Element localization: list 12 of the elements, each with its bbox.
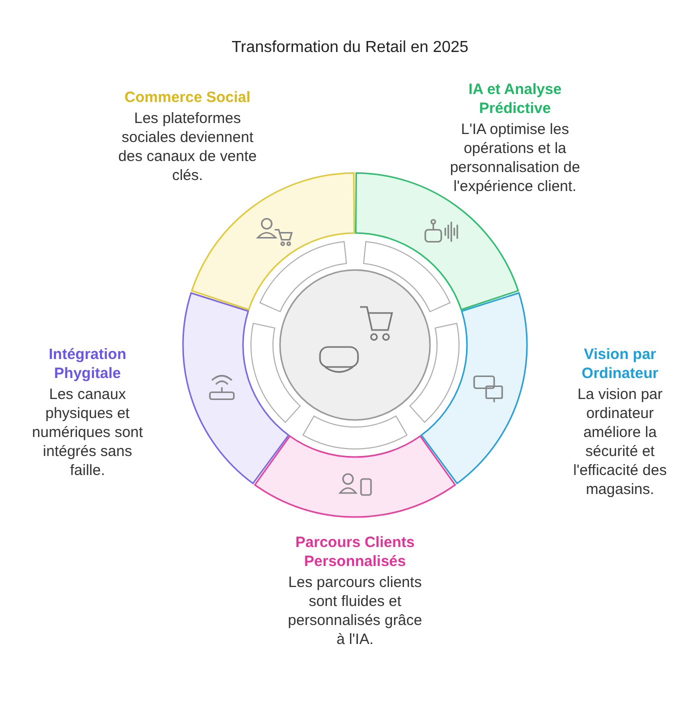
segment-heading: IA et Analyse Prédictive [467, 80, 563, 118]
segment-description: Les parcours clients sont fluides et personnalisés grâce à l'IA. [286, 573, 424, 649]
segment-description: Les canaux physiques et numériques sont intégrés sans faille. [31, 385, 144, 480]
segment-heading: Vision par Ordinateur [580, 345, 660, 383]
diagram-title: Transformation du Retail en 2025 [230, 38, 470, 57]
segment-description: L'IA optimise les opérations et la personnalisation de l'expérience client. [448, 120, 582, 196]
segment-description: Les plateformes sociales deviennent des canaux de vente clés. [117, 109, 258, 185]
center-circle [279, 269, 431, 421]
segment-heading: Intégration Phygitale [48, 345, 128, 383]
segment-heading: Commerce Social [124, 88, 252, 107]
segment-description: La vision par ordinateur améliore la sécurité et l'efficacité des magasins. [572, 385, 668, 499]
segment-heading: Parcours Clients Personnalisés [294, 533, 416, 571]
